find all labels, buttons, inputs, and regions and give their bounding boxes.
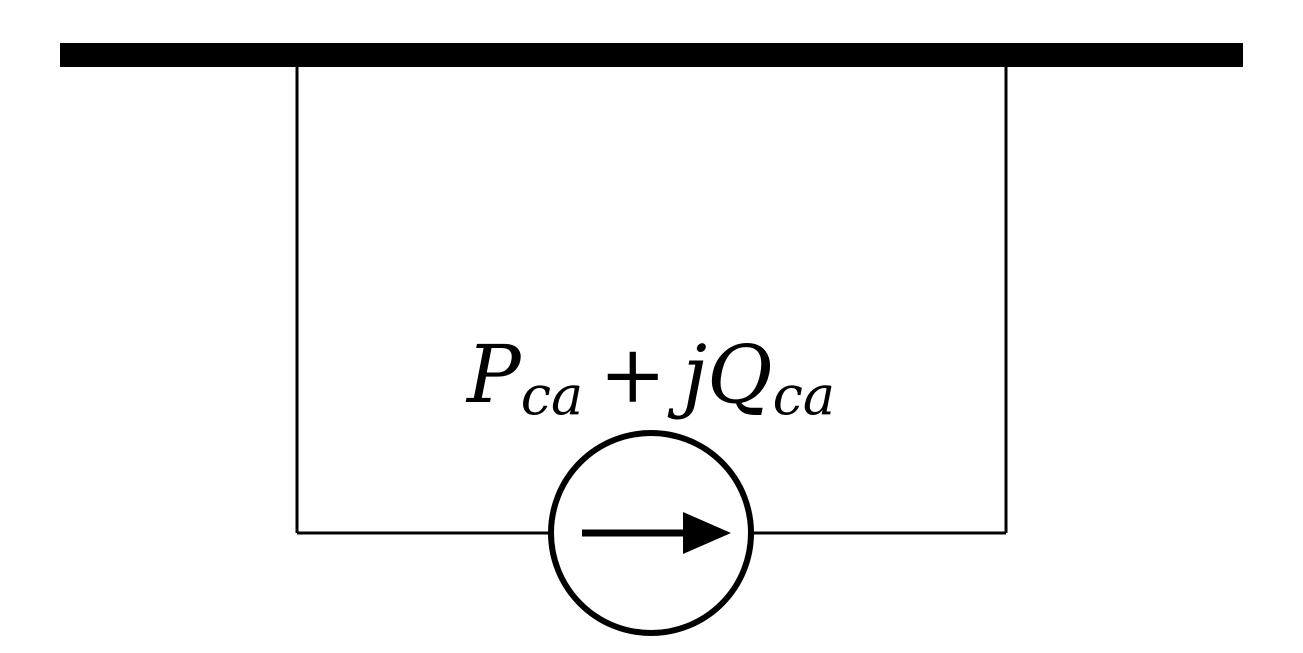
bus-bar — [60, 43, 1243, 67]
right-arrow-icon — [582, 512, 731, 554]
q-subscript: ca — [773, 364, 835, 427]
j-symbol: j — [667, 328, 707, 421]
p-subscript: ca — [521, 364, 583, 427]
current-source-icon — [548, 430, 754, 636]
plus-operator: + — [599, 328, 666, 421]
q-symbol: Q — [707, 328, 773, 421]
p-symbol: P — [465, 328, 522, 421]
power-label: Pca +jQca — [465, 328, 835, 427]
